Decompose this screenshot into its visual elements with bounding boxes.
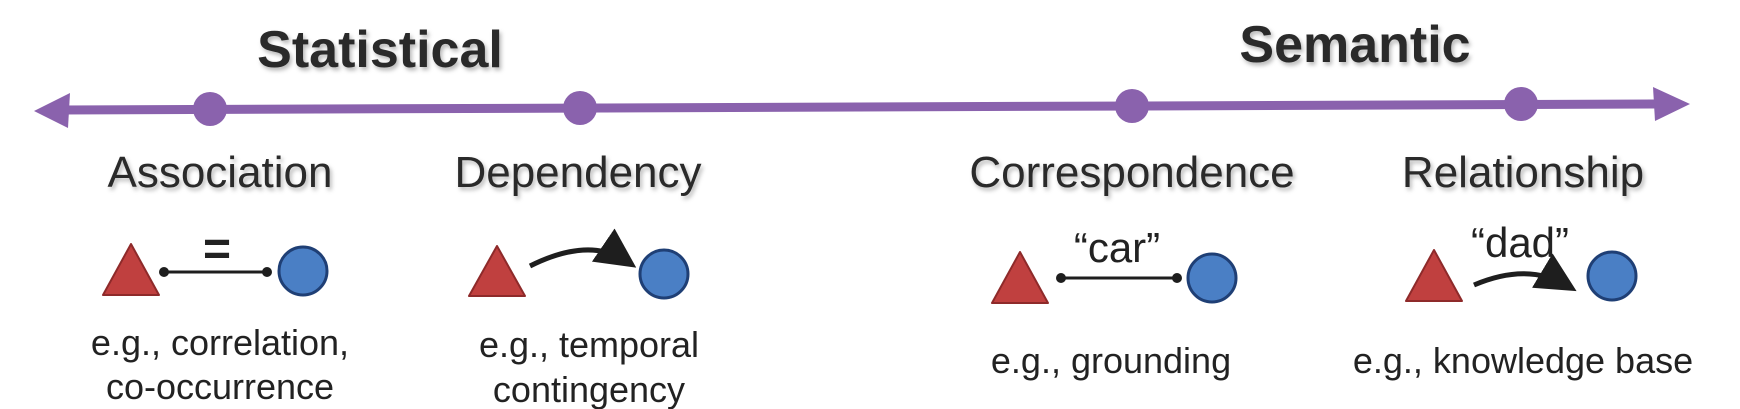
circle-icon xyxy=(1186,252,1238,304)
link-label: “car” xyxy=(1074,224,1160,271)
link-label: “dad” xyxy=(1471,219,1569,266)
spectrum-axis-line xyxy=(55,99,1670,115)
example-line: contingency xyxy=(493,369,685,409)
axis-point-correspondence xyxy=(1115,89,1149,123)
relationship-arrow xyxy=(1473,253,1577,292)
concept-title: Dependency xyxy=(454,148,701,197)
example-line: e.g., knowledge base xyxy=(1353,340,1693,381)
circle-icon xyxy=(1586,250,1638,302)
triangle-icon xyxy=(468,245,526,297)
heading-semantic: Semantic xyxy=(1239,16,1470,74)
axis-point-relationship xyxy=(1504,87,1538,121)
triangle-icon xyxy=(102,243,160,296)
concept-dependency: Dependency e.g., temporal contingency xyxy=(454,148,701,409)
connector-endpoint-dot xyxy=(1056,273,1066,283)
concept-association: Association = e.g., correlation, co-occu… xyxy=(91,148,349,407)
connector-endpoint-dot xyxy=(1172,273,1182,283)
example-line: co-occurrence xyxy=(106,366,334,407)
axis-point-association xyxy=(193,92,227,126)
heading-statistical: Statistical xyxy=(257,21,503,79)
concept-title: Correspondence xyxy=(969,148,1294,197)
equals-label: = xyxy=(203,223,231,276)
concept-title: Association xyxy=(107,148,332,197)
concept-title: Relationship xyxy=(1402,148,1644,197)
connector-endpoint-dot xyxy=(262,267,272,277)
connector-endpoint-dot xyxy=(159,267,169,277)
circle-icon xyxy=(277,245,329,297)
example-line: e.g., correlation, xyxy=(91,322,349,363)
example-line: e.g., temporal xyxy=(479,324,699,365)
circle-icon xyxy=(638,248,690,300)
spectrum-axis xyxy=(34,87,1690,128)
dependency-arrow xyxy=(528,228,637,269)
triangle-icon xyxy=(991,251,1049,304)
axis-point-dependency xyxy=(563,91,597,125)
axis-right-arrowhead xyxy=(1653,87,1690,121)
triangle-icon xyxy=(1405,249,1463,302)
axis-left-arrowhead xyxy=(34,93,70,128)
concept-relationship: Relationship “dad” e.g., knowledge base xyxy=(1353,148,1693,381)
example-line: e.g., grounding xyxy=(991,340,1231,381)
concept-correspondence: Correspondence “car” e.g., grounding xyxy=(969,148,1294,381)
